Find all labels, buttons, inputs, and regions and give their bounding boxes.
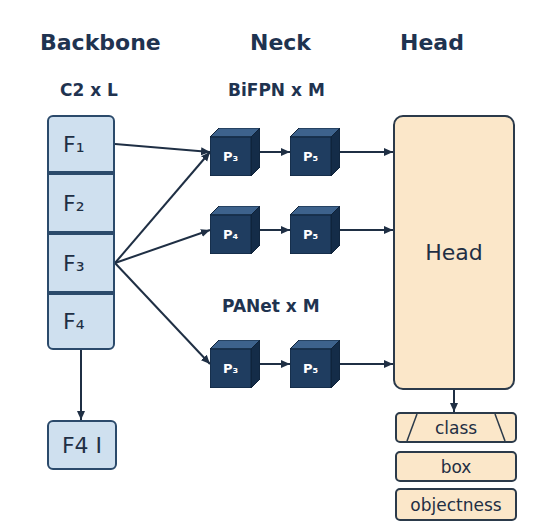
arrow-connector xyxy=(260,363,290,365)
node-text: P₃ xyxy=(223,149,238,164)
backbone-feature-box: F₂ xyxy=(47,173,115,233)
arrow-connector xyxy=(80,350,82,420)
column-label: C2 x L xyxy=(60,80,118,100)
node-text: F₁ xyxy=(63,132,84,157)
arrow-connector xyxy=(260,151,290,153)
pyramid-cube: P₅ xyxy=(290,340,340,388)
node-text: objectness xyxy=(410,495,501,515)
arrow-connector xyxy=(340,363,393,365)
column-label: Head xyxy=(400,30,464,55)
head-box: Head xyxy=(393,115,515,390)
backbone-feature-box: F₁ xyxy=(47,115,115,173)
node-text: P₅ xyxy=(303,149,318,164)
column-label: Neck xyxy=(250,30,311,55)
pyramid-cube: P₄ xyxy=(210,206,260,254)
node-text: class xyxy=(435,418,477,438)
arrow-connector xyxy=(260,229,290,231)
output-box: objectness xyxy=(395,488,517,521)
node-text: P₅ xyxy=(303,227,318,242)
backbone-feature-box: F₃ xyxy=(47,233,115,293)
arrow-connector xyxy=(115,230,210,263)
pyramid-cube: P₅ xyxy=(290,206,340,254)
arrow-connector xyxy=(340,151,393,153)
pyramid-cube: P₅ xyxy=(290,128,340,176)
pyramid-cube: P₃ xyxy=(210,340,260,388)
node-text: Head xyxy=(425,240,483,265)
arrow-connector xyxy=(115,263,210,364)
node-text: F₄ xyxy=(63,309,84,334)
arrow-connector xyxy=(453,390,455,412)
column-label: BiFPN x M xyxy=(228,80,325,100)
output-box: box xyxy=(395,451,517,482)
node-text: P₃ xyxy=(223,361,238,376)
node-text: F4 I xyxy=(62,433,102,458)
node-text: P₄ xyxy=(223,227,238,242)
node-text: box xyxy=(441,457,472,477)
pyramid-cube: P₃ xyxy=(210,128,260,176)
arrow-connector xyxy=(340,229,393,231)
arrow-connector xyxy=(115,152,210,263)
node-text: F₂ xyxy=(63,191,84,216)
column-label: PANet x M xyxy=(222,296,320,316)
node-text: F₃ xyxy=(63,251,84,276)
output-box: class xyxy=(395,412,517,443)
arrow-connector xyxy=(115,144,210,152)
node-text: P₅ xyxy=(303,361,318,376)
column-label: Backbone xyxy=(40,30,161,55)
backbone-feature-box: F₄ xyxy=(47,293,115,350)
feature-output-box: F4 I xyxy=(47,420,117,470)
